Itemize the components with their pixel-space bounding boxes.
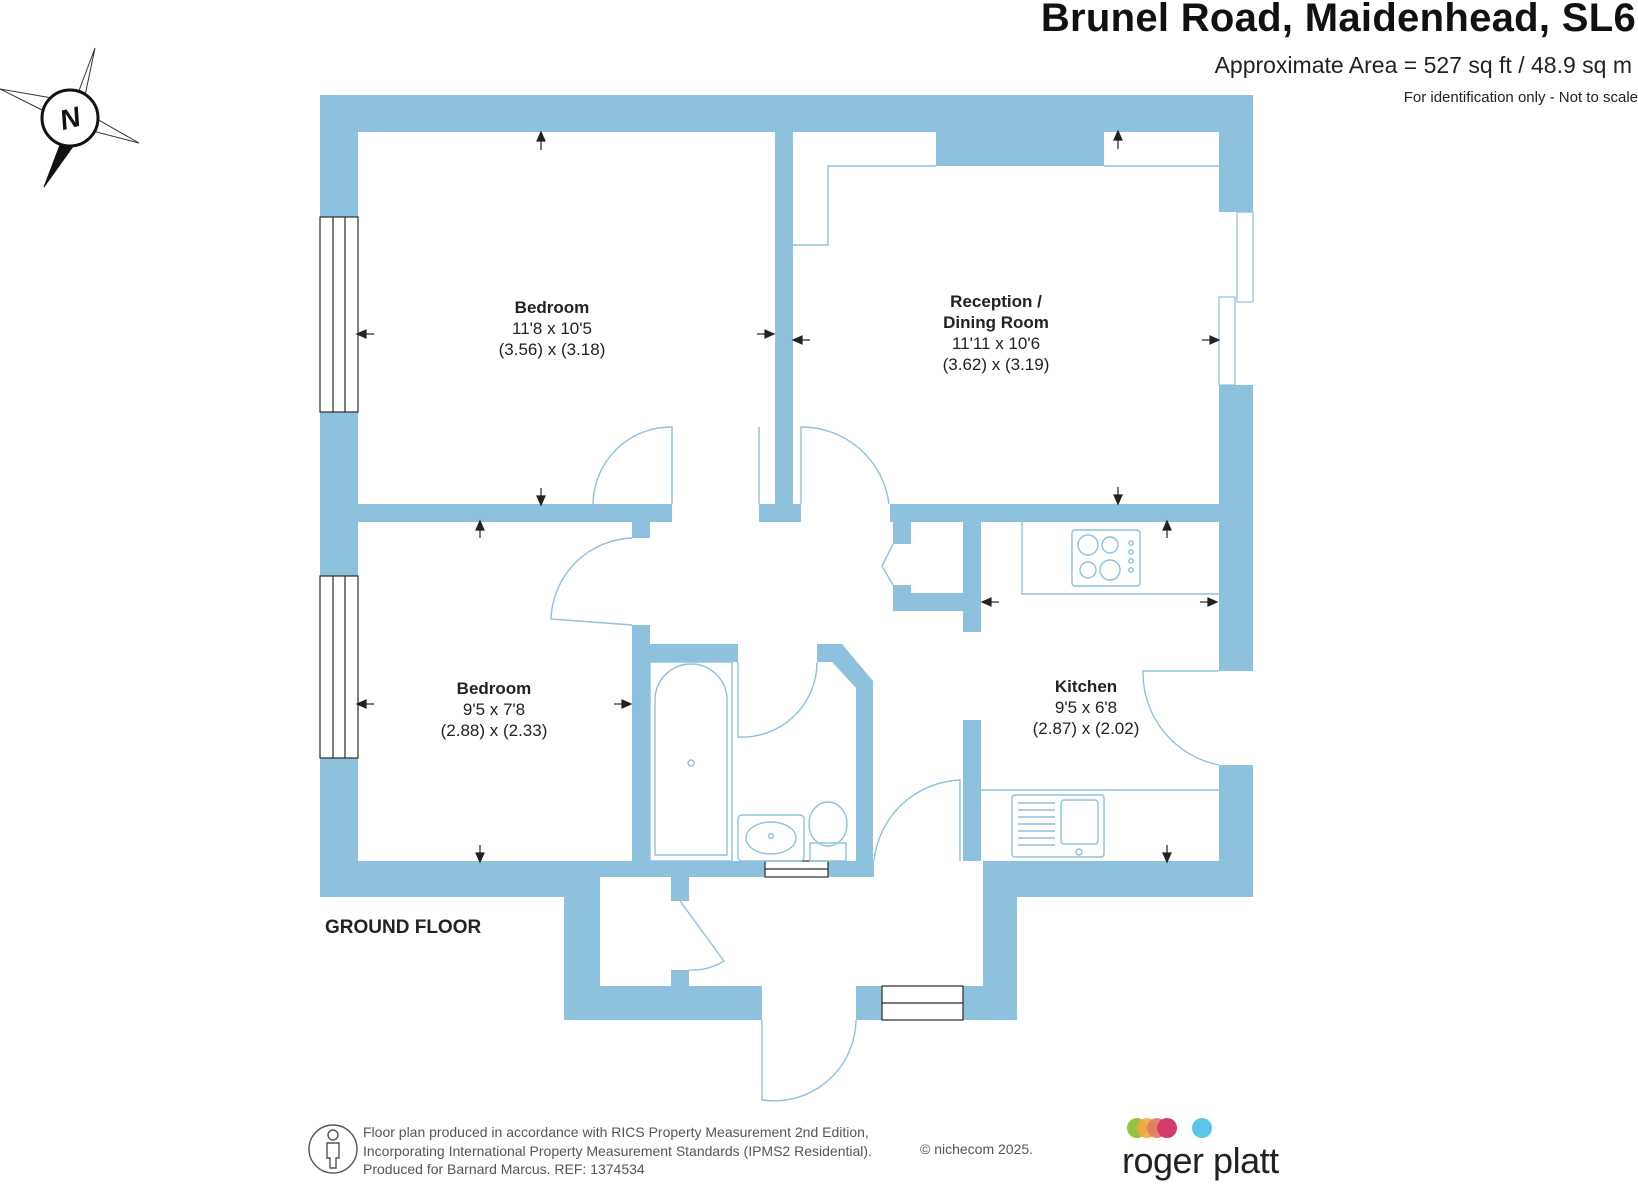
door-wc (679, 900, 726, 971)
wall-right-mid (1219, 385, 1253, 671)
wall-bath-top (650, 644, 738, 662)
room-dim-metric: (2.88) x (2.33) (440, 721, 548, 740)
porch-wall-bottom-right (856, 986, 882, 1020)
wall-cupboard-top (893, 522, 911, 544)
room-name: Bedroom (456, 679, 532, 698)
wall-kitchen-left-lower (963, 720, 981, 861)
door-bed1 (592, 426, 673, 505)
wall-top (320, 95, 1253, 132)
porch-wall-bottom-right2 (963, 986, 1017, 1020)
wall-right-top (1219, 95, 1253, 212)
room-dim-metric: (3.62) x (3.19) (942, 355, 1050, 374)
wall-cupboard-bottom (893, 593, 963, 611)
door-bathroom (737, 661, 818, 738)
toilet-bowl (808, 801, 848, 847)
wall-stub-hall (759, 504, 801, 522)
approximate-area: Approximate Area = 527 sq ft / 48.9 sq m (1214, 52, 1632, 78)
wall-bed1-reception (775, 132, 793, 522)
room-name: Kitchen (1054, 677, 1118, 696)
wall-bedrooms-divider (358, 504, 672, 522)
bath (649, 661, 733, 862)
hob (1071, 529, 1141, 587)
window-bed2 (319, 575, 359, 759)
wall-bottom-right (983, 861, 1253, 897)
brand-dots (1127, 1118, 1212, 1138)
brand-dot (1192, 1118, 1212, 1138)
window-reception-1 (1236, 211, 1254, 303)
porch-wall-bottom-left (564, 986, 762, 1020)
door-hall-kitchen (873, 779, 961, 862)
door-kitchen-back (1142, 670, 1220, 766)
room-dim-metric: (2.87) x (2.02) (1032, 719, 1140, 738)
room-dim-imperial: 9'5 x 7'8 (462, 700, 526, 719)
wall-wc-stub (671, 877, 689, 901)
wall-bed2-right (632, 522, 650, 538)
brand-dot (1157, 1118, 1177, 1138)
wall-kitchen-left-upper (963, 522, 981, 632)
page-title: Brunel Road, Maidenhead, SL6 (1040, 0, 1636, 40)
wall-wc-stub2 (671, 970, 689, 986)
door-reception (800, 426, 890, 505)
north-compass-icon (0, 47, 140, 188)
footer-text: Floor plan produced in accordance with R… (363, 1123, 872, 1179)
wall-bath-bottom (600, 861, 874, 877)
window-bed1 (319, 216, 359, 413)
wall-bottom-left (320, 861, 595, 897)
wall-bath-right (817, 644, 873, 861)
door-bed2 (550, 537, 633, 626)
sink (1011, 794, 1105, 858)
room-dim-metric: (3.56) x (3.18) (498, 340, 606, 359)
room-label-bedroom-2: Bedroom 9'5 x 7'8 (2.88) x (2.33) (441, 678, 548, 741)
room-name-line2: Dining Room (943, 313, 1049, 332)
basin (737, 814, 805, 862)
brand-logo-text: roger platt (1122, 1140, 1279, 1181)
wall-left-upper (320, 95, 358, 217)
floor-label: GROUND FLOOR (325, 917, 482, 938)
room-label-reception: Reception / Dining Room 11'11 x 10'6 (3.… (943, 291, 1050, 375)
chimney-breast (936, 95, 1104, 166)
room-dim-imperial: 11'8 x 10'5 (512, 319, 592, 338)
footer-line-3: Produced for Barnard Marcus. REF: 137453… (363, 1161, 645, 1177)
reception-alcove (793, 165, 936, 246)
footer-line-1: Floor plan produced in accordance with R… (363, 1124, 869, 1140)
room-name-line1: Reception / (950, 292, 1042, 311)
door-front (761, 1019, 857, 1102)
person-accessibility-icon (308, 1124, 358, 1174)
room-label-bedroom-1: Bedroom 11'8 x 10'5 (3.56) x (3.18) (499, 297, 606, 360)
wall-reception-kitchen (890, 504, 1219, 522)
wall-bath-left (632, 625, 650, 861)
wall-left-mid (320, 412, 358, 576)
worktop-top (1021, 522, 1219, 595)
room-name: Bedroom (514, 298, 590, 317)
toilet-cistern (809, 842, 847, 862)
door-cupboard (881, 543, 894, 586)
room-dim-imperial: 11'11 x 10'6 (951, 334, 1041, 353)
window-reception-2 (1218, 296, 1236, 386)
footer-line-2: Incorporating International Property Mea… (363, 1142, 872, 1159)
copyright: © nichecom 2025. (920, 1141, 1034, 1157)
disclaimer-note: For identification only - Not to scale (1403, 89, 1638, 106)
room-label-kitchen: Kitchen 9'5 x 6'8 (2.87) x (2.02) (1033, 676, 1140, 739)
room-dim-imperial: 9'5 x 6'8 (1054, 698, 1118, 717)
